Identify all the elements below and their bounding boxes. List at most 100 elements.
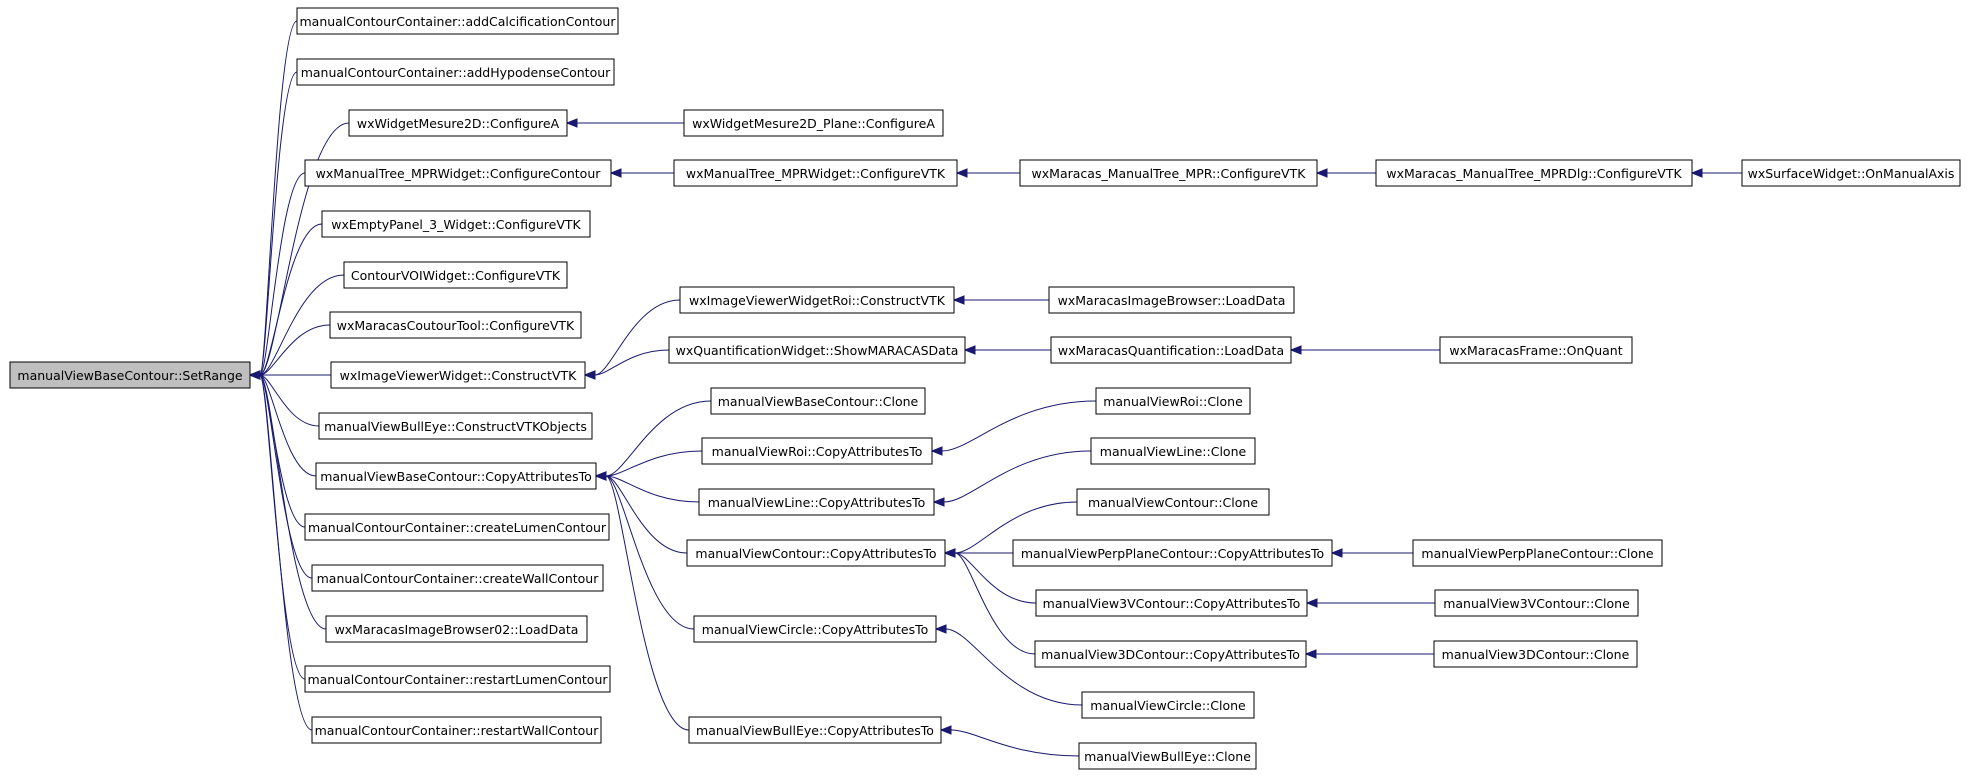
graph-node[interactable]: manualView3DContour::Clone — [1433, 640, 1638, 668]
graph-node[interactable]: manualViewBullEye::Clone — [1078, 742, 1257, 770]
edge-arrowhead — [248, 370, 261, 380]
node-box — [686, 539, 946, 567]
graph-node[interactable]: wxMaracasFrame::OnQuant — [1439, 336, 1633, 364]
node-box — [1433, 640, 1638, 668]
graph-edge — [955, 168, 1020, 178]
graph-node[interactable]: wxEmptyPanel_3_Widget::ConfigureVTK — [321, 210, 591, 238]
node-label: manualViewLine::Clone — [1100, 444, 1247, 459]
graph-node[interactable]: wxMaracasCoutourTool::ConfigureVTK — [329, 311, 582, 339]
node-label: manualViewRoi::CopyAttributesTo — [712, 444, 923, 459]
graph-edge — [583, 349, 670, 380]
graph-edge — [963, 345, 1051, 355]
graph-node[interactable]: manualViewBullEye::CopyAttributesTo — [688, 716, 942, 744]
node-label: manualView3VContour::CopyAttributesTo — [1043, 596, 1301, 611]
graph-node[interactable]: manualViewContour::Clone — [1076, 488, 1270, 516]
node-box — [1034, 640, 1307, 668]
graph-node[interactable]: manualContourContainer::createLumenConto… — [304, 513, 610, 541]
graph-node[interactable]: wxImageViewerWidgetRoi::ConstructVTK — [679, 286, 955, 314]
graph-node[interactable]: wxQuantificationWidget::ShowMARACASData — [668, 336, 966, 364]
graph-node[interactable]: wxManualTree_MPRWidget::ConfigureVTK — [673, 159, 958, 187]
graph-node[interactable]: manualViewCircle::CopyAttributesTo — [693, 615, 937, 643]
graph-node[interactable]: manualContourContainer::addHypodenseCont… — [296, 58, 615, 86]
graph-node[interactable]: wxSurfaceWidget::OnManualAxis — [1741, 159, 1961, 187]
graph-node[interactable]: manualContourContainer::addCalcification… — [296, 7, 619, 35]
graph-edge — [930, 400, 1097, 456]
graph-edge — [1315, 168, 1376, 178]
node-box — [304, 159, 612, 187]
node-box — [1048, 286, 1295, 314]
graph-node[interactable]: wxManualTree_MPRWidget::ConfigureContour — [304, 159, 612, 187]
node-label: manualView3DContour::CopyAttributesTo — [1041, 647, 1300, 662]
node-box — [693, 615, 937, 643]
graph-node[interactable]: wxMaracas_ManualTree_MPR::ConfigureVTK — [1019, 159, 1318, 187]
graph-node[interactable]: manualViewRoi::CopyAttributesTo — [701, 437, 933, 465]
graph-node[interactable]: wxImageViewerWidget::ConstructVTK — [330, 361, 586, 389]
graph-node[interactable]: ContourVOIWidget::ConfigureVTK — [343, 261, 568, 289]
graph-node[interactable]: manualViewPerpPlaneContour::Clone — [1412, 539, 1663, 567]
node-box — [318, 412, 593, 440]
graph-node[interactable]: wxWidgetMesure2D::ConfigureA — [348, 109, 568, 137]
node-label: manualViewLine::CopyAttributesTo — [708, 495, 926, 510]
node-label: wxMaracasCoutourTool::ConfigureVTK — [337, 318, 575, 333]
graph-edge — [594, 471, 690, 731]
graph-node[interactable]: manualView3VContour::CopyAttributesTo — [1035, 589, 1308, 617]
graph-node[interactable]: manualViewBullEye::ConstructVTKObjects — [318, 412, 593, 440]
node-label: manualViewBullEye::Clone — [1084, 749, 1251, 764]
graph-edge — [565, 118, 684, 128]
graph-node[interactable]: manualView3VContour::Clone — [1434, 589, 1639, 617]
graph-node[interactable]: wxMaracasImageBrowser::LoadData — [1048, 286, 1295, 314]
node-label: wxImageViewerWidgetRoi::ConstructVTK — [689, 293, 946, 308]
graph-node[interactable]: manualViewCircle::Clone — [1081, 691, 1255, 719]
edge-arrowhead — [565, 118, 578, 128]
node-label: manualViewPerpPlaneContour::CopyAttribut… — [1021, 546, 1324, 561]
edge-line — [605, 475, 690, 731]
graph-node[interactable]: manualViewLine::CopyAttributesTo — [698, 488, 935, 516]
graph-node[interactable]: manualViewBaseContour::CopyAttributesTo — [315, 462, 597, 490]
edge-line — [943, 450, 1092, 503]
node-label: wxWidgetMesure2D_Plane::ConfigureA — [692, 116, 935, 131]
edge-line — [259, 374, 317, 477]
edge-arrowhead — [932, 497, 945, 507]
graph-edge — [609, 168, 674, 178]
node-label: wxMaracas_ManualTree_MPRDlg::ConfigureVT… — [1386, 166, 1682, 181]
node-box — [343, 261, 568, 289]
edge-line — [954, 552, 1037, 604]
graph-edge — [594, 471, 695, 630]
graph-node[interactable]: manualViewPerpPlaneContour::CopyAttribut… — [1012, 539, 1333, 567]
graph-node[interactable]: manualContourContainer::createWallContou… — [311, 564, 604, 592]
graph-edge — [1330, 548, 1413, 558]
graph-node[interactable]: manualContourContainer::restartLumenCont… — [304, 665, 611, 693]
edge-line — [259, 374, 320, 427]
node-label: manualViewBaseContour::SetRange — [17, 368, 242, 383]
node-box — [1076, 488, 1270, 516]
edge-arrowhead — [1304, 649, 1317, 659]
graph-node[interactable]: manualViewBaseContour::Clone — [710, 387, 926, 415]
edge-line — [259, 71, 298, 376]
node-box — [1012, 539, 1333, 567]
edge-arrowhead — [583, 370, 596, 380]
graph-nodes: manualViewBaseContour::SetRangemanualCon… — [9, 7, 1961, 770]
graph-node[interactable]: manualViewContour::CopyAttributesTo — [686, 539, 946, 567]
graph-node[interactable]: manualViewBaseContour::SetRange — [9, 361, 251, 389]
graph-node[interactable]: wxMaracas_ManualTree_MPRDlg::ConfigureVT… — [1375, 159, 1693, 187]
edge-line — [605, 400, 712, 477]
graph-node[interactable]: manualViewRoi::Clone — [1095, 387, 1251, 415]
graph-node[interactable]: manualContourContainer::restartWallConto… — [311, 716, 602, 744]
node-box — [1050, 336, 1292, 364]
graph-node[interactable]: wxWidgetMesure2D_Plane::ConfigureA — [683, 109, 944, 137]
graph-node[interactable]: manualViewLine::Clone — [1090, 437, 1256, 465]
edge-line — [605, 475, 688, 554]
node-box — [1090, 437, 1256, 465]
graph-edges — [248, 20, 1742, 757]
node-label: wxEmptyPanel_3_Widget::ConfigureVTK — [331, 217, 581, 232]
graph-node[interactable]: wxMaracasQuantification::LoadData — [1050, 336, 1292, 364]
node-label: manualContourContainer::addHypodenseCont… — [301, 65, 611, 80]
edge-line — [259, 374, 327, 630]
graph-node[interactable]: manualView3DContour::CopyAttributesTo — [1034, 640, 1307, 668]
node-box — [683, 109, 944, 137]
graph-node[interactable]: wxMaracasImageBrowser02::LoadData — [325, 615, 588, 643]
node-box — [329, 311, 582, 339]
edge-arrowhead — [952, 295, 965, 305]
node-box — [311, 716, 602, 744]
node-label: manualContourContainer::addCalcification… — [299, 14, 616, 29]
